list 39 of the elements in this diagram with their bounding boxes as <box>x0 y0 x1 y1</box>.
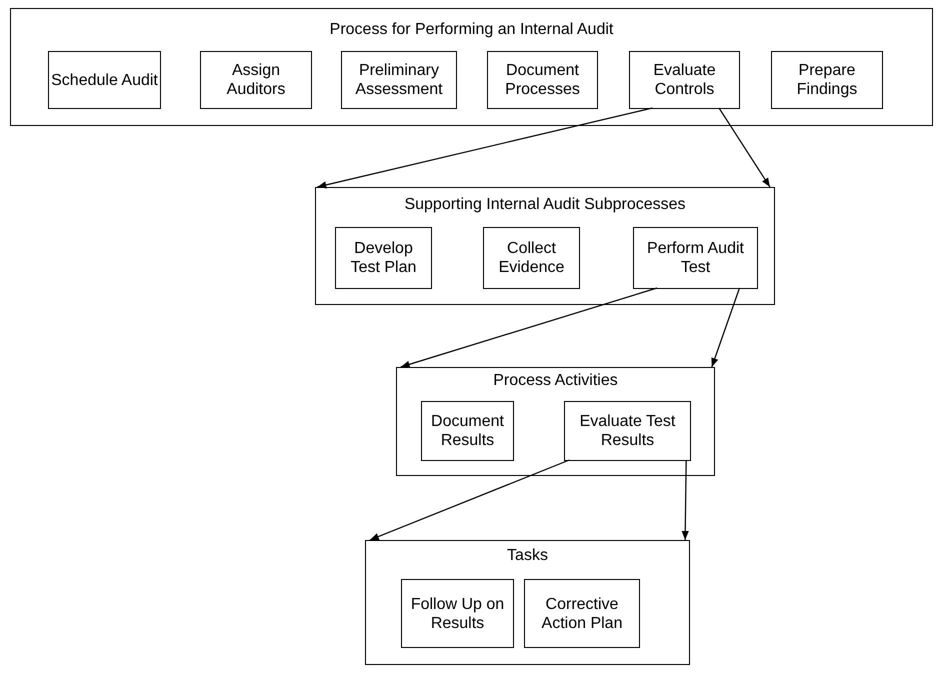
arrow <box>370 459 570 541</box>
group-box <box>10 8 933 126</box>
box-label: Schedule Audit <box>51 70 158 90</box>
process-box <box>524 579 640 648</box>
process-box <box>48 51 161 109</box>
box-label: Follow Up on Results <box>410 594 506 632</box>
box-label: Corrective Action Plan <box>540 594 624 632</box>
process-box <box>771 51 883 109</box>
process-box <box>335 227 432 289</box>
group-box <box>315 187 775 305</box>
box-label: Prepare Findings <box>796 61 858 99</box>
arrow <box>682 460 689 540</box>
box-label: Preliminary Assessment <box>354 61 444 99</box>
group-box <box>396 367 715 476</box>
box-label: Evaluate Controls <box>652 61 717 99</box>
box-label: Collect Evidence <box>498 239 566 277</box>
arrow <box>718 108 770 188</box>
process-box <box>564 401 691 461</box>
arrow <box>317 107 653 188</box>
group-title: Tasks <box>507 547 548 565</box>
process-box <box>341 51 457 109</box>
process-box <box>401 579 514 648</box>
process-box <box>200 51 312 109</box>
process-box <box>633 227 758 289</box>
process-box <box>487 51 598 109</box>
group-title: Process Activities <box>493 372 618 390</box>
process-box <box>421 401 514 461</box>
arrow <box>711 288 740 368</box>
box-label: Document Results <box>430 412 505 450</box>
process-box <box>483 227 580 289</box>
box-label: Assign Auditors <box>226 61 286 99</box>
box-label: Develop Test Plan <box>350 239 418 277</box>
group-title: Process for Performing an Internal Audit <box>330 21 614 39</box>
box-label: Document Processes <box>504 61 581 99</box>
group-title: Supporting Internal Audit Subprocesses <box>404 196 686 214</box>
process-box <box>629 51 740 109</box>
box-label: Evaluate Test Results <box>578 412 676 450</box>
box-label: Perform Audit Test <box>646 239 745 277</box>
group-box <box>365 540 690 665</box>
